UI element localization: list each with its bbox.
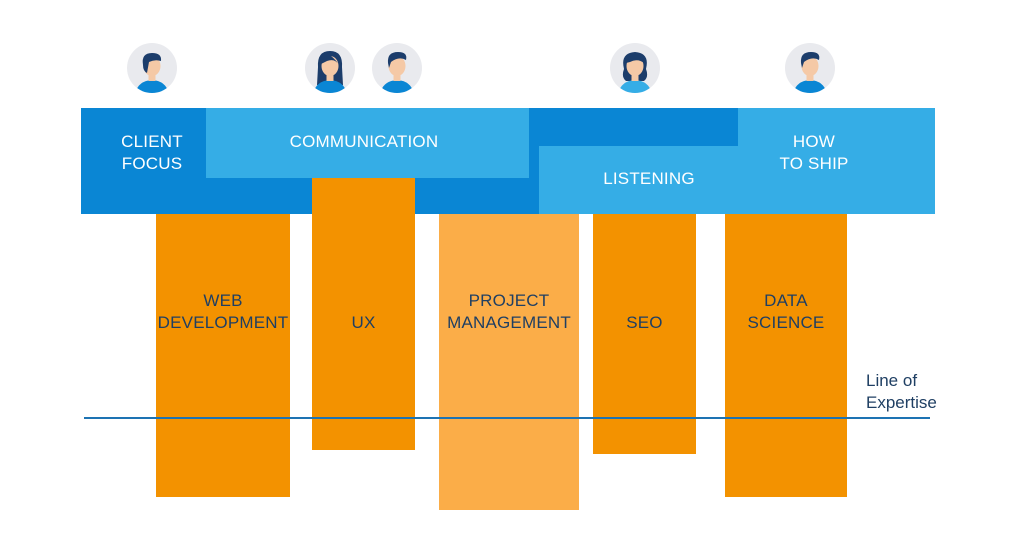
label-listening: LISTENING	[603, 168, 695, 188]
line-of-expertise	[84, 417, 930, 419]
label-ux: UX	[351, 312, 376, 332]
bar-seo	[593, 212, 696, 454]
person-female-long-hair-icon	[305, 43, 355, 93]
bar-web-development	[156, 212, 290, 497]
person-female-wavy-hair-icon	[610, 43, 660, 93]
block-how-to-ship	[738, 108, 935, 214]
block-listening	[539, 146, 759, 214]
avatar-2	[305, 43, 355, 93]
person-female-short-hair-icon	[127, 43, 177, 93]
avatar-4	[610, 43, 660, 93]
bar-ux	[312, 178, 415, 450]
avatar-1	[127, 43, 177, 93]
avatar-5	[785, 43, 835, 93]
label-seo: SEO	[626, 312, 663, 332]
bar-data-science	[725, 212, 847, 497]
person-male-icon	[785, 43, 835, 93]
label-communication: COMMUNICATION	[289, 131, 439, 151]
bar-project-management	[439, 212, 579, 510]
bar-ux-top	[312, 178, 415, 214]
avatar-3	[372, 43, 422, 93]
person-male-icon	[372, 43, 422, 93]
block-communication	[206, 108, 529, 178]
